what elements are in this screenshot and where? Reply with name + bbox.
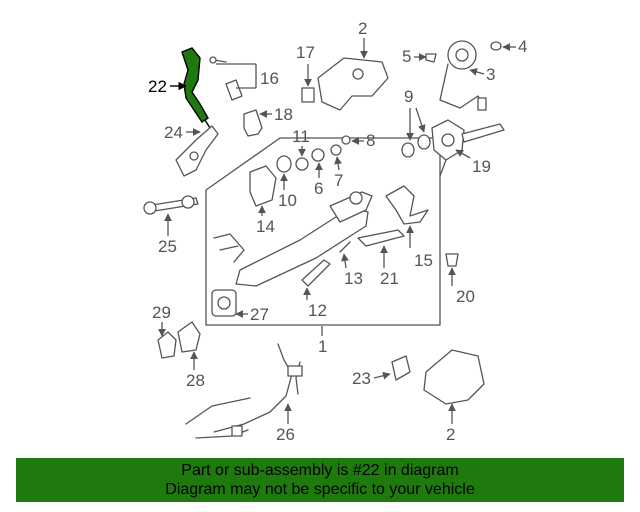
callout-label-21: 21 — [380, 269, 399, 288]
part-18-shape — [243, 109, 263, 137]
part-16-screws-shape — [209, 56, 243, 101]
part-19-switch-shape — [431, 119, 505, 177]
part-5-clip-shape — [425, 53, 437, 63]
info-banner: Part or sub-assembly is #22 in diagram D… — [16, 458, 624, 502]
callout-label-28: 28 — [186, 371, 205, 390]
parts-diagram: 1 2 2 3 4 5 6 7 8 9 10 11 12 13 14 15 16… — [143, 19, 527, 444]
part-28-shape — [177, 321, 201, 353]
callout-label-2-upper: 2 — [358, 19, 367, 38]
steering-column-shape — [213, 191, 373, 287]
callout-label-16: 16 — [260, 69, 279, 88]
callout-label-11: 11 — [292, 127, 310, 146]
part-14-shape — [249, 165, 277, 207]
part-7-shape — [330, 144, 342, 156]
callout-label-19: 19 — [472, 157, 491, 176]
part-11-shape — [295, 157, 309, 171]
part-26-harness-shape — [185, 343, 303, 439]
callout-label-26: 26 — [276, 425, 295, 444]
callout-label-3: 3 — [486, 65, 495, 84]
callout-label-7: 7 — [334, 171, 343, 190]
part-6-shape — [311, 148, 325, 162]
part-12-shape — [301, 259, 331, 287]
part-2-upper-cover-shape — [317, 57, 389, 111]
callout-label-25: 25 — [158, 237, 177, 256]
part-20-shape — [445, 253, 459, 267]
callout-label-20: 20 — [456, 287, 475, 306]
callout-label-15: 15 — [414, 251, 433, 270]
part-3-clock-spring-shape — [439, 40, 487, 111]
banner-line-1: Part or sub-assembly is #22 in diagram — [181, 462, 459, 479]
part-25-shaft-shape — [143, 195, 199, 215]
part-4-clip-shape — [490, 41, 502, 51]
banner-line-2: Diagram may not be specific to your vehi… — [165, 481, 475, 498]
callout-label-22: 22 — [148, 77, 167, 96]
callout-label-9: 9 — [404, 87, 413, 106]
part-8-shape — [341, 135, 351, 145]
callout-label-2-lower: 2 — [446, 425, 455, 444]
part-27-shape — [211, 289, 237, 317]
part-17-shape — [301, 87, 315, 103]
part-15-shape — [385, 185, 429, 225]
callout-label-27: 27 — [250, 305, 269, 324]
callout-label-17: 17 — [296, 43, 315, 62]
callout-label-18: 18 — [274, 105, 293, 124]
part-9-ring-b-shape — [417, 134, 431, 150]
part-10-shape — [276, 155, 292, 173]
callout-label-24: 24 — [164, 123, 183, 142]
callout-label-4: 4 — [518, 37, 527, 56]
part-9-ring-a-shape — [401, 142, 415, 158]
callout-label-12: 12 — [308, 301, 327, 320]
assembly-outline — [205, 137, 441, 326]
callout-label-1: 1 — [318, 337, 327, 356]
part-22-shape — [181, 47, 211, 129]
callout-label-6: 6 — [314, 179, 323, 198]
callout-label-29: 29 — [152, 303, 171, 322]
part-2-lower-cover-shape — [423, 349, 485, 405]
callout-label-13: 13 — [344, 269, 363, 288]
part-23-shape — [391, 355, 411, 381]
part-13-shape — [339, 241, 351, 253]
callout-label-8: 8 — [366, 131, 375, 150]
callout-label-5: 5 — [402, 47, 411, 66]
callout-label-23: 23 — [352, 369, 371, 388]
callout-label-14: 14 — [256, 217, 275, 236]
part-29-shape — [157, 331, 177, 359]
part-21-shape — [357, 229, 405, 247]
callout-label-10: 10 — [278, 191, 297, 210]
part-24-shape — [175, 125, 219, 177]
